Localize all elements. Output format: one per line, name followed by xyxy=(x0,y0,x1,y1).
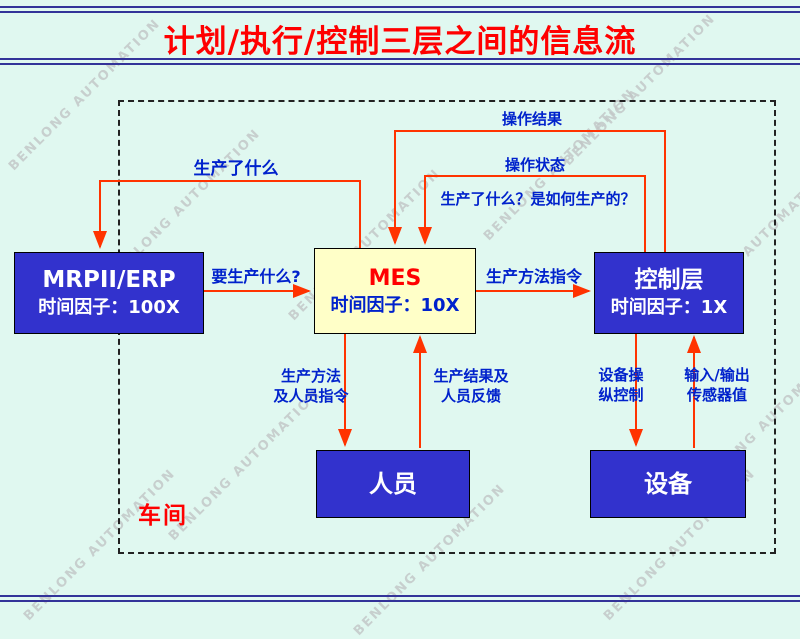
label-result-and-feedback: 生产结果及 人员反馈 xyxy=(433,367,509,405)
label-operation-status: 操作状态 xyxy=(504,156,565,174)
label-what-produced: 生产了什么 xyxy=(193,159,279,179)
mes-time-factor: 时间因子：10X xyxy=(330,294,460,316)
control-layer-time-factor: 时间因子：1X xyxy=(610,297,728,319)
mes-box: MES 时间因子：10X xyxy=(314,248,476,334)
mrp-erp-box: MRPII/ERP 时间因子：100X xyxy=(14,252,204,334)
top-double-rule xyxy=(0,6,800,13)
arrow-mes-to-mrp xyxy=(93,180,361,249)
bottom-double-rule xyxy=(0,595,800,602)
label-what-to-produce: 要生产什么? xyxy=(211,267,301,286)
personnel-label: 人员 xyxy=(369,469,417,498)
arrow-control-to-mes-status xyxy=(418,175,646,252)
control-layer-box: 控制层 时间因子：1X xyxy=(594,252,744,334)
title-underline-rule xyxy=(0,58,800,65)
label-method-and-personnel-cmd: 生产方法 及人员指令 xyxy=(273,367,349,405)
label-equipment-operation-control: 设备操 纵控制 xyxy=(598,366,644,404)
flow-arrows xyxy=(93,130,701,448)
label-production-method-cmd: 生产方法指令 xyxy=(485,267,582,286)
arrow-control-to-mes-result xyxy=(388,130,666,252)
mrp-erp-label: MRPII/ERP xyxy=(42,267,176,294)
equipment-box: 设备 xyxy=(590,450,746,518)
page-title: 计划/执行/控制三层之间的信息流 xyxy=(163,24,637,60)
label-io-sensor-values: 输入/输出 传感器值 xyxy=(684,366,750,404)
equipment-label: 设备 xyxy=(644,469,692,498)
label-workshop: 车间 xyxy=(138,503,188,529)
personnel-box: 人员 xyxy=(316,450,470,518)
mes-label: MES xyxy=(368,266,422,291)
control-layer-label: 控制层 xyxy=(634,267,704,294)
label-operation-result: 操作结果 xyxy=(501,110,562,128)
mrp-erp-time-factor: 时间因子：100X xyxy=(38,297,180,319)
label-what-and-how-produced: 生产了什么？是如何生产的？ xyxy=(440,190,636,208)
